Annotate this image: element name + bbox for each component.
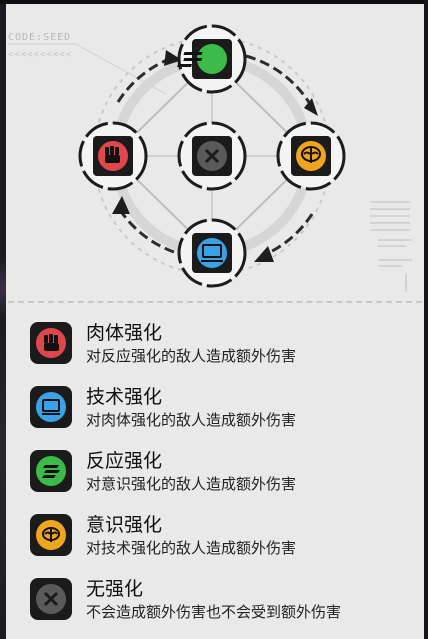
legend-icon-tech — [30, 386, 72, 428]
legend-icon-none — [30, 578, 72, 620]
fist-icon — [44, 334, 59, 351]
legend-title: 技术强化 — [86, 386, 163, 408]
legend-icon-body — [30, 322, 72, 364]
legend-title: 反应强化 — [86, 450, 163, 472]
legend-desc: 对反应强化的敌人造成额外伤害 — [86, 347, 297, 365]
legend-icon-mind — [30, 514, 72, 556]
section-divider — [8, 301, 422, 303]
cycle-arrow-top-right — [245, 54, 312, 105]
arrow-marks: <<<<<<<<<< — [8, 50, 73, 60]
node-body — [78, 121, 148, 191]
enhancement-panel: CODE:SEED <<<<<<<<<< — [6, 4, 424, 639]
brain-icon — [301, 146, 321, 163]
node-mind — [276, 121, 346, 191]
legend-desc: 对意识强化的敌人造成额外伤害 — [86, 475, 297, 493]
terminal-icon — [42, 399, 60, 415]
legend-title: 意识强化 — [86, 514, 163, 536]
node-reaction — [177, 24, 247, 94]
x-circle-icon — [43, 591, 59, 607]
brain-icon — [42, 527, 60, 542]
code-label: CODE:SEED — [8, 32, 72, 43]
fist-icon — [105, 146, 120, 163]
legend-title: 肉体强化 — [86, 322, 163, 344]
terminal-icon — [201, 244, 223, 262]
x-circle-icon — [204, 148, 220, 164]
stripes-icon — [42, 465, 60, 478]
left-edge-strip — [0, 0, 6, 639]
legend-desc: 对肉体强化的敌人造成额外伤害 — [86, 411, 297, 429]
node-none — [177, 121, 247, 191]
legend-item-reaction: 反应强化 对意识强化的敌人造成额外伤害 — [30, 446, 420, 502]
legend-desc: 对技术强化的敌人造成额外伤害 — [86, 539, 297, 557]
stripes-icon — [177, 52, 203, 67]
cycle-arrow-bottom-left — [118, 209, 175, 254]
legend-item-mind: 意识强化 对技术强化的敌人造成额外伤害 — [30, 510, 420, 566]
legend-title: 无强化 — [86, 578, 144, 600]
cycle-arrow-top-left — [116, 56, 173, 103]
node-tech — [177, 218, 247, 288]
cycle-diagram — [8, 24, 412, 292]
hud-readout — [370, 201, 412, 292]
legend-item-none: 无强化 不会造成额外伤害也不会受到额外伤害 — [30, 574, 420, 630]
legend-item-tech: 技术强化 对肉体强化的敌人造成额外伤害 — [30, 382, 420, 438]
right-edge-strip — [424, 0, 428, 639]
top-bar — [0, 0, 428, 4]
legend-icon-reaction — [30, 450, 72, 492]
legend-desc: 不会造成额外伤害也不会受到额外伤害 — [86, 603, 342, 621]
legend-item-body: 肉体强化 对反应强化的敌人造成额外伤害 — [30, 318, 420, 374]
